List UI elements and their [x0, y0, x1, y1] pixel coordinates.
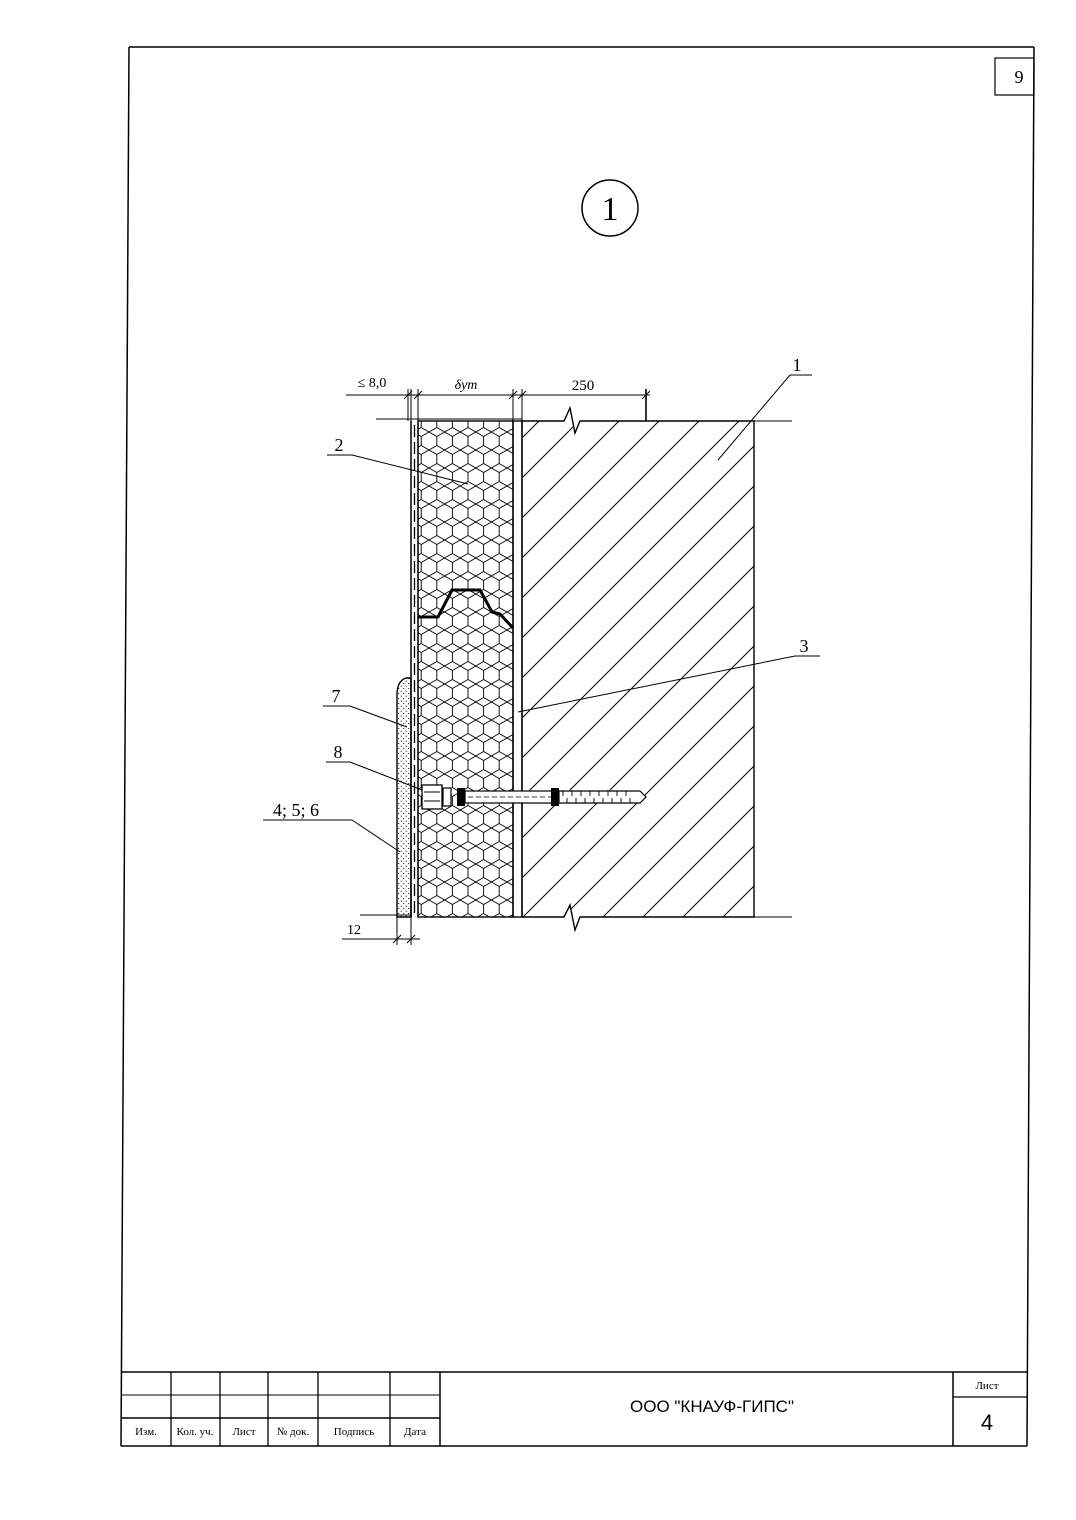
top-dimension-chain: [346, 389, 651, 421]
company-name: ООО "КНАУФ-ГИПС": [630, 1397, 794, 1416]
finish-layers: [396, 677, 412, 918]
header-sheet: Лист: [232, 1426, 255, 1438]
header-quantity: Кол. уч.: [177, 1426, 214, 1438]
dimension-wall-thickness: 250: [572, 378, 595, 394]
header-doc-number: № док.: [277, 1426, 310, 1438]
wall-section-detail: ≤ 8,0 δут 250 12 1 2 3: [263, 355, 820, 945]
corner-number: 9: [1015, 67, 1024, 87]
adhesive-layer: [512, 420, 523, 918]
dimension-finish-thickness: ≤ 8,0: [358, 376, 387, 391]
masonry-wall: [521, 405, 755, 933]
bottom-dimension: [342, 917, 420, 945]
sheet-label: Лист: [975, 1380, 998, 1392]
sheet-number: 4: [981, 1410, 993, 1435]
sheet-frame: [120, 46, 1035, 1447]
corner-number-box: 9: [994, 57, 1035, 96]
callout-dowel: 8: [334, 742, 343, 762]
dimension-insulation-thickness: δут: [455, 378, 478, 393]
header-date: Дата: [404, 1426, 426, 1438]
header-change: Изм.: [135, 1426, 157, 1438]
callout-adhesive: 3: [800, 636, 809, 656]
insulation-joint-profile: [418, 588, 515, 630]
callout-leaders: [263, 374, 820, 853]
callout-wall: 1: [793, 355, 802, 375]
anchor-dowel: [421, 784, 647, 810]
view-marker: 1: [581, 179, 639, 237]
view-marker-number: 1: [602, 191, 619, 228]
callout-finish-layers: 4; 5; 6: [273, 800, 319, 820]
insulation-layer: [417, 420, 514, 918]
callout-insulation: 2: [335, 435, 344, 455]
title-block: [121, 1371, 1027, 1446]
header-signature: Подпись: [334, 1426, 374, 1438]
callout-corner-profile: 7: [332, 686, 341, 706]
dimension-board-thickness: 12: [347, 923, 361, 938]
